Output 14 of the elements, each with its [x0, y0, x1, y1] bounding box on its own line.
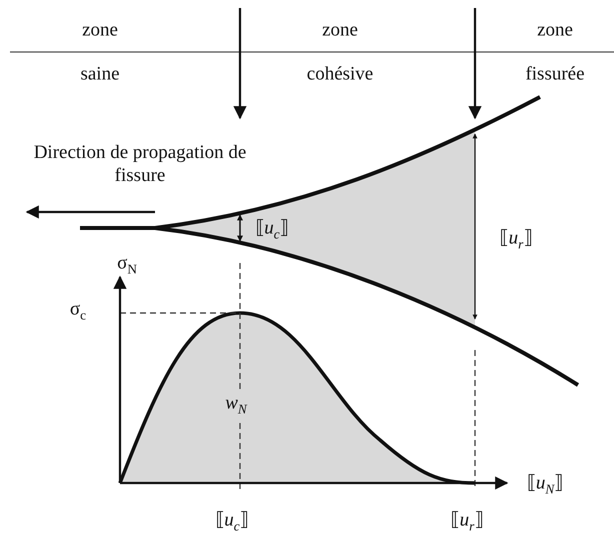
opening-label: ⟦u$_{r}$⟧ [500, 228, 532, 252]
zone-label: cohésive [306, 64, 374, 86]
axis-label: ⟦u$_{N}$⟧ [526, 472, 564, 498]
axis-label: σ$_{N}$ [117, 252, 137, 278]
zone-label: zone [537, 20, 573, 42]
zone-label: zone [322, 20, 358, 42]
zone-label: saine [80, 64, 120, 86]
tick-label: ⟦u$_{r}$⟧ [450, 510, 484, 534]
zone-label: fissurée [525, 64, 585, 86]
direction-label: Direction de propagation de fissure [32, 142, 248, 188]
zone-label: zone [82, 20, 118, 42]
opening-label: ⟦u$_{c}$⟧ [255, 218, 289, 242]
axis-label: σ$_{c}$ [70, 298, 86, 324]
tick-label: ⟦u$_{c}$⟧ [215, 510, 249, 534]
